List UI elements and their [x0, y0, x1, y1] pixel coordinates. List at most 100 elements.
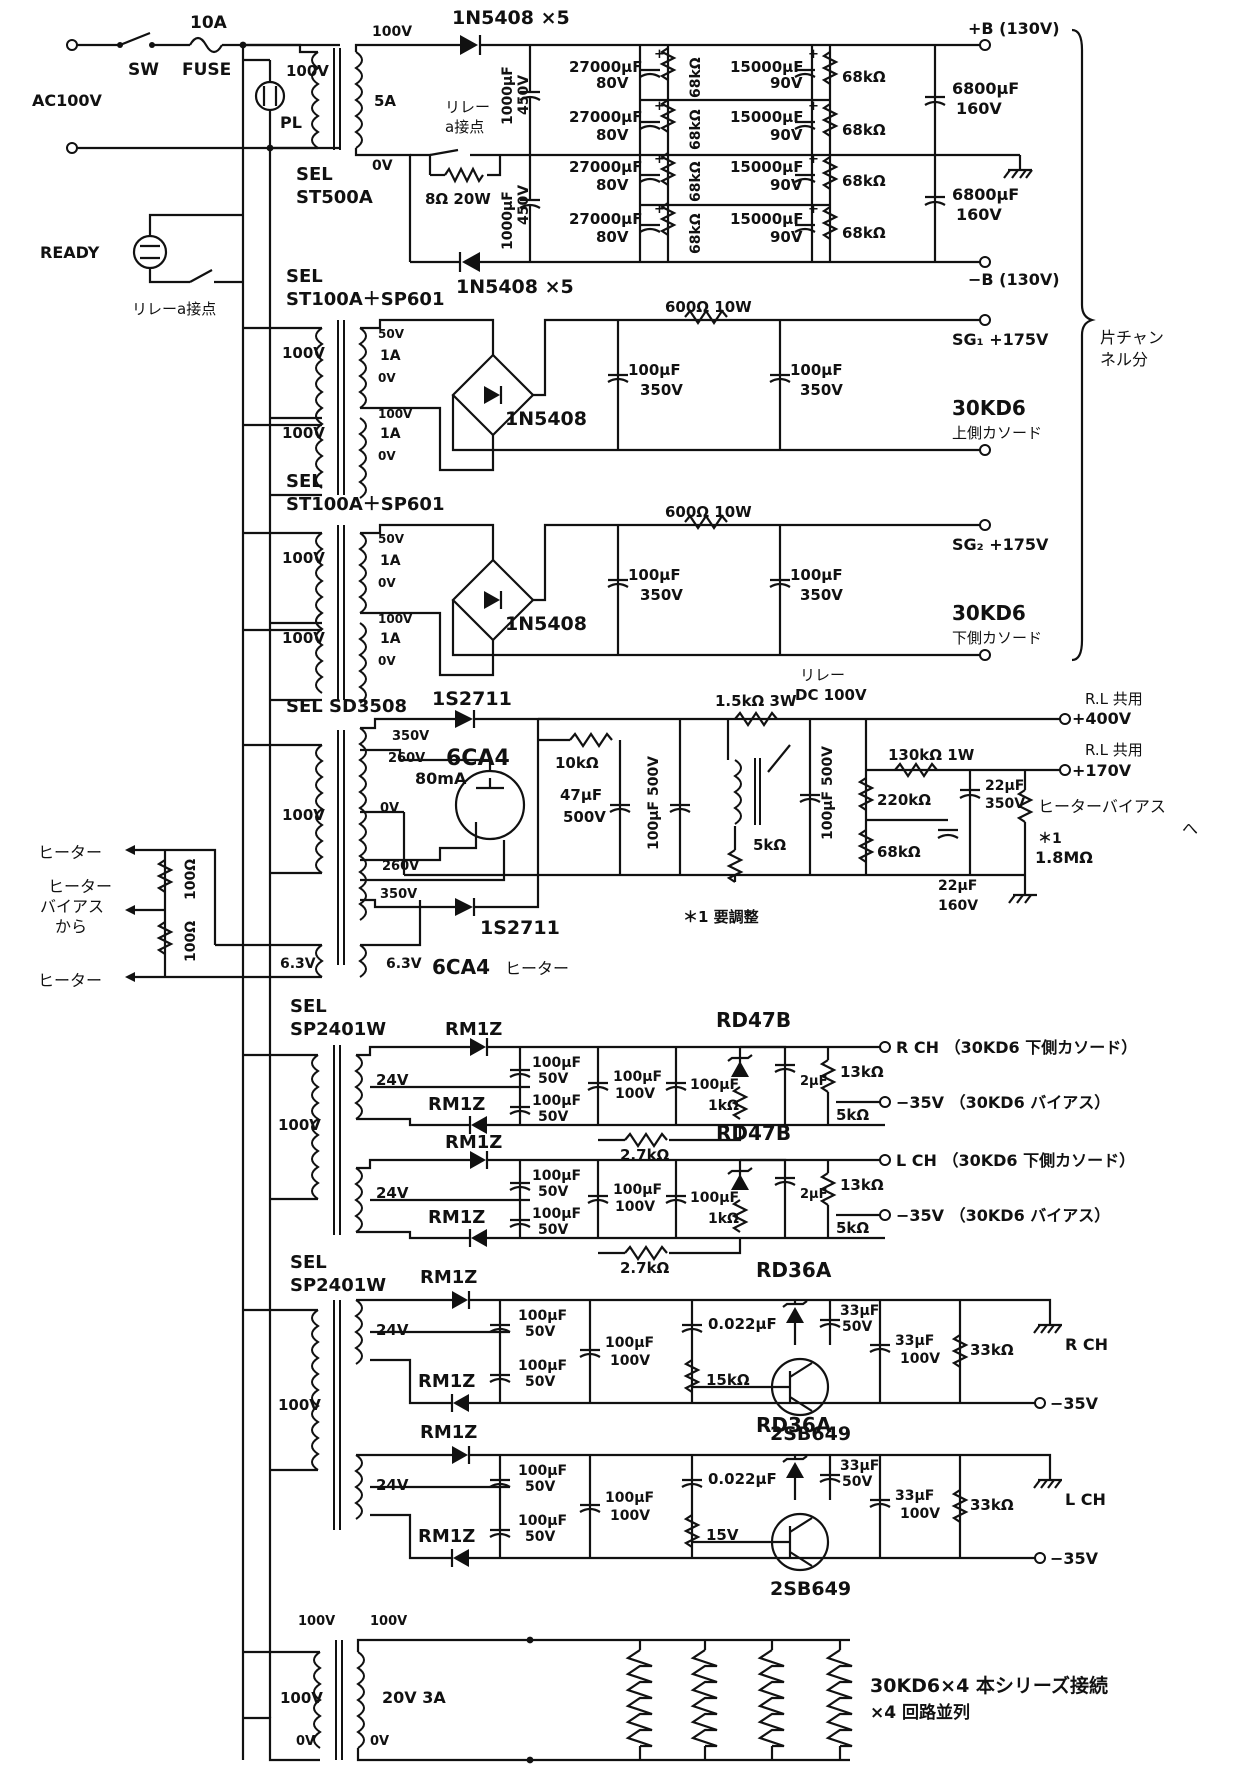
capacitor-symbol	[607, 377, 629, 383]
heater-bias-from-a: ヒーター	[48, 877, 112, 896]
terminal	[979, 444, 991, 456]
r5k-label: 5kΩ	[836, 1106, 869, 1124]
xf-sp-24v: 24V	[376, 1071, 409, 1089]
diode-top-symbol	[460, 35, 478, 55]
xf-hv-primary: 100V	[282, 806, 325, 824]
heater-bias-to-2: へ	[1182, 819, 1198, 838]
heater-resistor	[757, 1649, 785, 1748]
wire	[598, 1238, 742, 1255]
ready-label: READY	[40, 243, 100, 262]
capacitor-symbol	[819, 1477, 841, 1483]
capacitor-symbol	[819, 1322, 841, 1328]
xf-sg-50v: 50V	[378, 532, 405, 546]
bias-out-minus35: −35V （30KD6 バイアス）	[896, 1206, 1110, 1225]
wire	[370, 1513, 452, 1560]
capacitor-symbol	[794, 177, 816, 183]
r100-b: 100Ω	[183, 921, 199, 962]
bridge-rectifier	[451, 558, 535, 642]
hv-350-bot: 350V	[380, 887, 417, 902]
c33-b: 33μF	[895, 1333, 934, 1349]
reg-rm1z-bot: RM1Z	[418, 1526, 475, 1547]
reg-v50-a: 50V	[525, 1479, 555, 1495]
hv-350-top: 350V	[392, 729, 429, 744]
c33-v100: 100V	[900, 1351, 940, 1367]
c0022-label: 0.022μF	[708, 1315, 777, 1333]
xf-sg-0v: 0V	[378, 371, 396, 385]
bridge-label: 1N5408	[505, 408, 587, 430]
c100-label: 100μF	[628, 566, 681, 584]
out-plus-b: +B (130V)	[968, 19, 1060, 38]
reg-v100: 100V	[610, 1353, 650, 1369]
r100-a: 100Ω	[183, 859, 199, 900]
c2-label: 2μF	[800, 1074, 828, 1089]
wire	[360, 611, 495, 677]
capacitor-symbol	[794, 124, 816, 130]
r68k-v4: 68kΩ	[688, 213, 704, 254]
resistor-symbol	[624, 1132, 668, 1148]
xf-sg-100v: 100V	[378, 407, 413, 421]
capacitor-symbol	[489, 1377, 511, 1383]
capacitor-symbol	[489, 1482, 511, 1488]
c100-50-a: 100μF	[532, 1055, 581, 1071]
r1k-label: 1kΩ	[708, 1211, 739, 1227]
resistor-symbol	[684, 309, 728, 325]
winding	[358, 417, 367, 499]
c100-c: 100μF	[690, 1077, 739, 1093]
v350-hv: 350V	[985, 796, 1025, 812]
c6800-top: 6800μF	[952, 79, 1019, 98]
r600-label: 600Ω 10W	[665, 503, 752, 521]
one-channel-a: 片チャンネル分	[1100, 328, 1164, 369]
svg-text:+: +	[654, 47, 665, 62]
terminal	[979, 314, 991, 326]
v350-label-b: 350V	[800, 381, 843, 399]
wire	[356, 1158, 470, 1170]
r68k-v2: 68kΩ	[688, 109, 704, 150]
capacitor-symbol	[587, 1085, 609, 1091]
v50-a: 50V	[538, 1071, 568, 1087]
resistor-symbol	[659, 202, 677, 236]
wire	[356, 1230, 470, 1240]
rl-common-b: R.L 共用	[1085, 741, 1143, 759]
heater-bottom: ヒーター	[38, 971, 102, 990]
wire	[469, 1453, 1052, 1480]
reg-r-label: 15V	[706, 1526, 739, 1544]
hv-supply-section: SEL SD3508 100V 350V 260V 80mA 0V 260V 3…	[38, 666, 1198, 990]
sg-block-sg2: SELST100A＋SP601100V100V50V1A0V100V1A0V60…	[243, 471, 1049, 704]
xf-reg-24v: 24V	[376, 1321, 409, 1339]
diode-top-label: 1N5408 ×5	[452, 7, 570, 29]
diode-symbol	[453, 1394, 469, 1412]
resistor-symbol	[821, 206, 839, 240]
v160-top: 160V	[956, 99, 1002, 118]
r68k-v3: 68kΩ	[688, 161, 704, 202]
xf-sp-24v: 24V	[376, 1184, 409, 1202]
relay-dc-a: リレー	[800, 666, 845, 684]
fuse-label: FUSE	[182, 60, 231, 80]
capacitor-symbol	[774, 1067, 796, 1073]
c27000-3: 27000μF	[569, 158, 642, 176]
xf-sg-0v-b: 0V	[378, 654, 396, 668]
xf-sp-name: SEL	[290, 996, 327, 1017]
c22-a: 22μF	[985, 778, 1024, 794]
wire	[370, 1358, 452, 1405]
wire	[727, 1167, 753, 1175]
resistor-symbol	[951, 1489, 969, 1523]
capacitor-symbol	[509, 1109, 531, 1115]
tube-label: 30KD6	[952, 396, 1026, 420]
regulator-block-l: 24VRM1ZRM1Z100μF50V100μF50V100μF100V0.02…	[354, 1413, 1106, 1600]
v500-label: 500V	[563, 808, 606, 826]
heater-resistor	[690, 1649, 718, 1748]
v350-label-b: 350V	[800, 586, 843, 604]
svg-text:+: +	[808, 99, 819, 114]
c33-v50: 50V	[842, 1474, 872, 1490]
r10k-label: 10kΩ	[555, 754, 599, 772]
reg-ch-label: L CH	[1065, 1490, 1106, 1509]
r68k-h2: 68kΩ	[842, 121, 886, 139]
capacitor-symbol	[579, 1352, 601, 1358]
relay-contact-label-b: a接点	[445, 118, 484, 136]
capacitor-symbol	[639, 124, 661, 130]
r1k5-label: 1.5kΩ 3W	[715, 692, 797, 710]
relay-contact-label-a: リレー	[445, 98, 490, 116]
c22-b: 22μF	[938, 878, 977, 894]
out-400: +400V	[1072, 709, 1132, 728]
